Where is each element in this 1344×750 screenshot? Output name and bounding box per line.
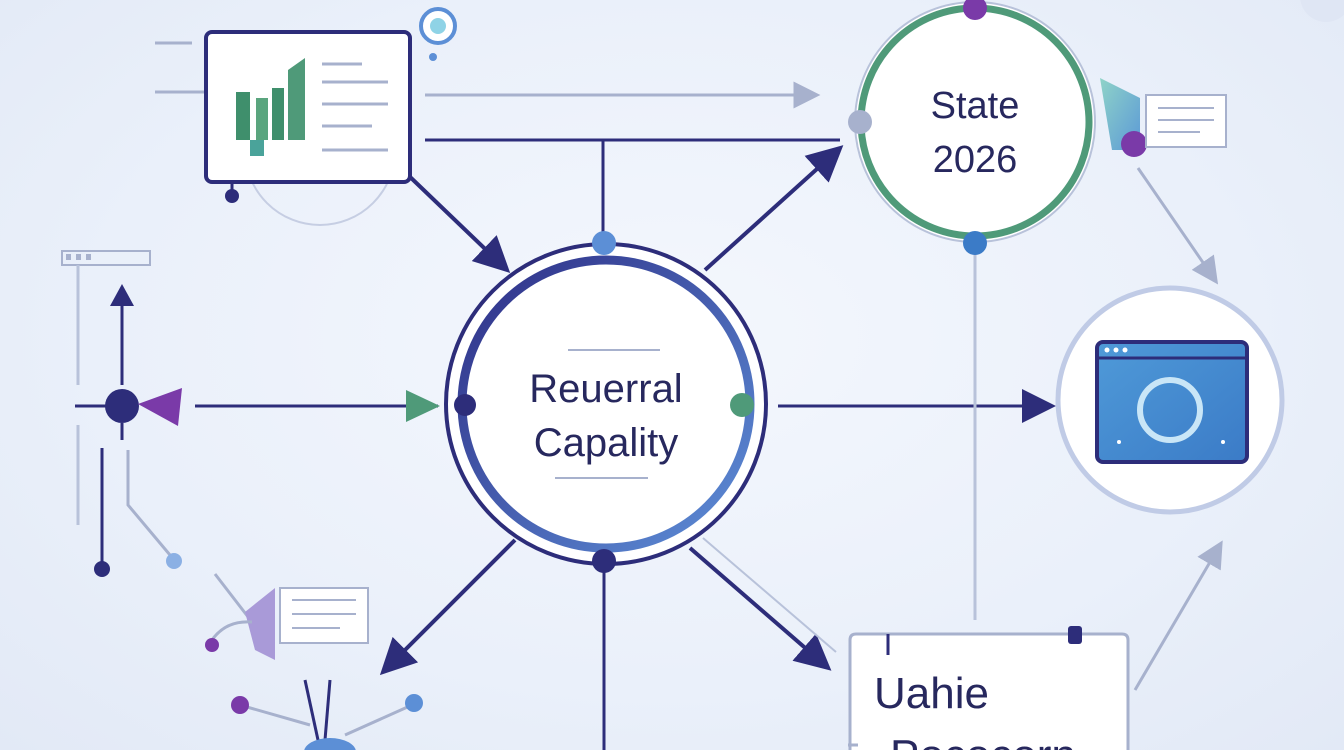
center-port-bottom (592, 549, 616, 573)
connectors (195, 81, 1223, 750)
connector-center-to-state (703, 145, 844, 272)
state-port-left (848, 110, 872, 134)
connector-bottom-to-screen (1133, 540, 1223, 691)
toolbar-icon (61, 250, 151, 266)
connector-center-to-bottom (688, 546, 832, 671)
browser-window-icon (1055, 285, 1285, 515)
bar-chart-window-icon (155, 7, 457, 226)
state-node-line1: State (931, 85, 1020, 127)
connector-right-arrowhead (1022, 389, 1056, 423)
connector-center-to-bottom-shadow (702, 537, 837, 653)
center-port-right (730, 393, 754, 417)
state-port-top (963, 0, 987, 20)
bottom-node: Uahie Pococorn (848, 626, 1130, 750)
bottom-node-line1: Uahie (874, 669, 989, 718)
corner-decoration (1300, 0, 1344, 22)
state-node-line2: 2026 (933, 139, 1018, 181)
chat-bubble-icon (1100, 78, 1227, 157)
connector-left-arrowhead (406, 390, 440, 422)
connector-chart-to-center (406, 173, 511, 273)
center-port-left (454, 394, 476, 416)
connector-chat-to-screen (1136, 167, 1219, 285)
center-node: Reuerral Capality (444, 231, 768, 573)
state-port-bottom (963, 231, 987, 255)
left-input-cluster (61, 250, 182, 577)
input-node (105, 389, 139, 423)
center-node-line1: Reuerral (529, 367, 682, 411)
connector-center-to-bottom-left (379, 538, 517, 676)
center-node-line2: Capality (534, 421, 679, 465)
cone-icon (138, 388, 182, 426)
network-hub-icon (231, 679, 423, 750)
center-port-top (592, 231, 616, 255)
state-node: State 2026 (848, 0, 1096, 255)
speech-panel-icon (205, 573, 369, 660)
bottom-node-line2: Pococorn (890, 731, 1076, 750)
